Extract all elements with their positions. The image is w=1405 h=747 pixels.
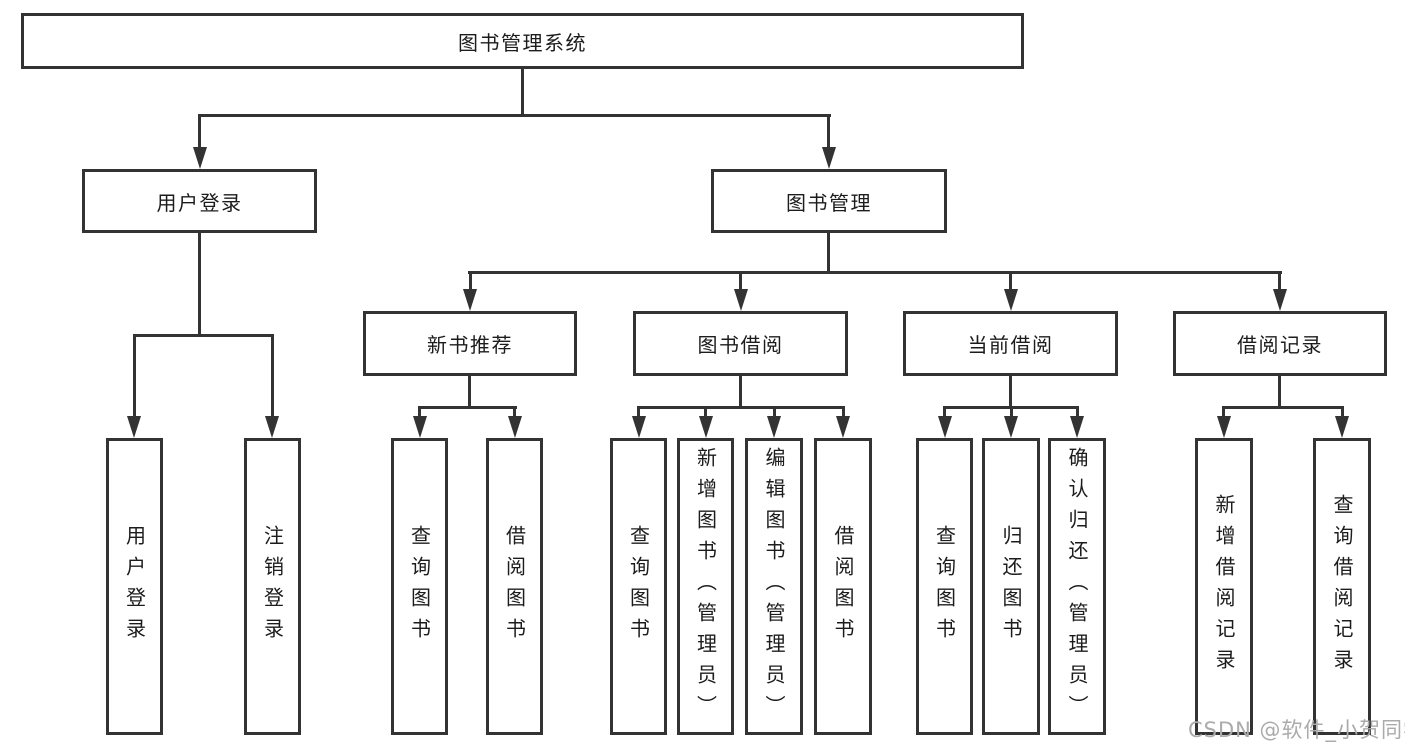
arrow-down-icon	[463, 289, 477, 311]
connector-current-borrow-stem	[1009, 376, 1012, 409]
connector-level3-arrow-stem	[739, 271, 742, 293]
leaf-label: 注销登录	[260, 524, 285, 649]
connector-leaf-arrow-stem	[513, 406, 516, 420]
arrow-down-icon	[938, 416, 952, 438]
watermark-text: CSDN @软件_小贺同学	[1188, 718, 1405, 742]
leaf-label: 编辑图书（管理员）	[762, 447, 786, 726]
leaf-label: 查询图书	[407, 524, 432, 649]
arrow-down-icon	[822, 147, 836, 169]
node-label: 借阅记录	[1237, 333, 1323, 357]
connector-leaf-arrow-stem	[1076, 406, 1079, 420]
connector-book-management-arrow-stem	[827, 114, 830, 152]
leaf-confirm-return-admin: 确认归还（管理员）	[1048, 438, 1106, 735]
leaf-return-books: 归还图书	[982, 438, 1040, 735]
connector-user-login-arrow-stem	[198, 114, 201, 152]
leaf-add-borrow-record: 新增借阅记录	[1195, 438, 1253, 735]
leaf-borrow-books: 借阅图书	[814, 438, 872, 735]
connector-new-book-stem	[468, 376, 471, 409]
arrow-down-icon	[699, 416, 713, 438]
node-user-login: 用户登录	[82, 169, 317, 233]
connector-book-borrow-stem	[739, 376, 742, 409]
leaf-logout: 注销登录	[244, 438, 301, 735]
connector-leaf-arrow-stem	[133, 334, 136, 422]
leaf-query-books-borrow: 查询图书	[610, 438, 667, 735]
leaf-label: 确认归还（管理员）	[1065, 447, 1089, 726]
connector-level2-branch	[198, 114, 831, 117]
connector-level3-arrow-stem	[1278, 271, 1281, 293]
leaf-query-books-current: 查询图书	[916, 438, 973, 735]
leaf-label: 新增图书（管理员）	[693, 447, 718, 726]
node-label: 新书推荐	[427, 333, 513, 357]
leaf-label: 新增借阅记录	[1212, 493, 1236, 680]
connector-leaf-arrow-stem	[1010, 406, 1013, 420]
connector-level3-branch	[468, 271, 1282, 274]
connector-borrow-records-stem	[1278, 376, 1281, 409]
connector-leaf-arrow-stem	[943, 406, 946, 420]
connector-book-management-stem	[827, 233, 830, 274]
leaf-add-book-admin: 新增图书（管理员）	[677, 438, 734, 735]
node-book-management: 图书管理	[711, 169, 947, 233]
node-label: 用户登录	[156, 190, 243, 215]
leaf-edit-book-admin: 编辑图书（管理员）	[745, 438, 803, 735]
arrow-down-icon	[508, 416, 522, 438]
leaf-borrow-books-recommend: 借阅图书	[486, 438, 543, 735]
connector-book-borrow-children-branch	[637, 406, 845, 409]
node-label: 图书管理	[786, 190, 872, 215]
connector-leaf-arrow-stem	[637, 406, 640, 420]
connector-user-login-children-branch	[133, 334, 274, 337]
arrow-down-icon	[193, 147, 207, 169]
connector-root-stem	[521, 69, 524, 117]
arrow-down-icon	[1335, 416, 1349, 438]
node-new-book-recommendation: 新书推荐	[363, 311, 577, 376]
leaf-label: 查询图书	[932, 524, 957, 649]
arrow-down-icon	[836, 416, 850, 438]
leaf-label: 用户登录	[122, 524, 147, 649]
connector-leaf-arrow-stem	[704, 406, 707, 420]
connector-leaf-arrow-stem	[1341, 406, 1344, 420]
connector-leaf-arrow-stem	[271, 334, 274, 422]
connector-user-login-stem	[198, 233, 201, 337]
connector-borrow-records-children-branch	[1222, 406, 1344, 409]
leaf-query-borrow-record: 查询借阅记录	[1313, 438, 1371, 735]
node-label: 图书借阅	[697, 333, 784, 357]
connector-level3-arrow-stem	[469, 271, 472, 293]
leaf-label: 归还图书	[999, 524, 1023, 649]
leaf-label: 借阅图书	[502, 524, 527, 649]
arrow-down-icon	[632, 416, 646, 438]
arrow-down-icon	[413, 416, 427, 438]
arrow-down-icon	[1004, 289, 1018, 311]
arrow-down-icon	[265, 416, 279, 438]
arrow-down-icon	[1070, 416, 1084, 438]
connector-new-book-children-branch	[418, 406, 517, 409]
node-label: 图书管理系统	[458, 30, 587, 55]
arrow-down-icon	[1273, 289, 1287, 311]
leaf-user-login: 用户登录	[106, 438, 163, 735]
node-label: 当前借阅	[967, 333, 1054, 357]
node-book-borrowing: 图书借阅	[633, 311, 848, 376]
leaf-label: 查询图书	[626, 524, 651, 649]
connector-leaf-arrow-stem	[842, 406, 845, 420]
node-library-management-system: 图书管理系统	[21, 13, 1024, 69]
node-borrowing-records: 借阅记录	[1173, 311, 1387, 376]
connector-leaf-arrow-stem	[1222, 406, 1225, 420]
arrow-down-icon	[1004, 416, 1018, 438]
arrow-down-icon	[767, 416, 781, 438]
arrow-down-icon	[1217, 416, 1231, 438]
arrow-down-icon	[127, 416, 141, 438]
leaf-label: 借阅图书	[831, 524, 855, 649]
connector-level3-arrow-stem	[1009, 271, 1012, 293]
leaf-query-books-recommend: 查询图书	[391, 438, 448, 735]
connector-leaf-arrow-stem	[418, 406, 421, 420]
connector-leaf-arrow-stem	[773, 406, 776, 420]
arrow-down-icon	[734, 289, 748, 311]
leaf-label: 查询借阅记录	[1330, 493, 1354, 680]
node-current-borrowing: 当前借阅	[903, 311, 1118, 376]
